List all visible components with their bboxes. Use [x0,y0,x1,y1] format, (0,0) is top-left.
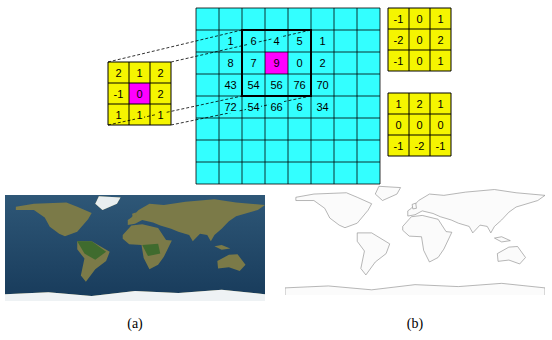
kernel-fill [388,93,451,156]
sobel-weight: -1 [435,140,447,152]
sobel-weight: 2 [436,34,444,46]
sobel-weight: 0 [415,119,423,131]
pixel-value: 66 [269,101,283,113]
kernel-weight: 2 [156,88,164,100]
projection-line [108,30,242,62]
kernel-weight: 2 [156,67,164,79]
pixel-value: 56 [269,79,283,91]
grid-fill [196,8,380,184]
kernel-weight: -1 [113,88,125,100]
kernel-weight: 1 [156,109,164,121]
kernel-weight: 1 [135,67,143,79]
pixel-value: 76 [292,79,306,91]
pixel-value: 9 [272,57,280,69]
projection-line [171,96,311,125]
kernel-fill [388,8,451,71]
sobel-weight: 0 [415,13,423,25]
sobel-weight: 1 [436,55,444,67]
sobel-weight: 1 [394,98,402,110]
sobel-weight: -1 [393,13,405,25]
pixel-value: 4 [272,35,280,47]
ocean [5,191,265,303]
sobel-weight: -2 [414,140,426,152]
projection-lines [108,30,311,125]
image-grid [196,8,380,184]
panel-caption: (b) [406,316,424,332]
window-outline [242,30,311,96]
pixel-value: 1 [226,35,234,47]
pixel-value: 6 [295,101,303,113]
kernel-center [129,83,150,104]
pixel-value: 7 [249,57,257,69]
sobel-weight: -1 [393,140,405,152]
kernel-lines [108,62,171,125]
edge-outlines [285,186,545,297]
sobel-weight: 0 [415,55,423,67]
pixel-value: 5 [295,35,303,47]
pixel-value: 70 [315,79,329,91]
kernel-lines [388,8,451,71]
grid-center-pixel [265,52,288,74]
projection-line [108,96,242,125]
pixel-value: 72 [223,101,237,113]
continents [5,196,265,303]
pixel-value: 1 [318,35,326,47]
forest [142,244,160,256]
ice-cap [95,196,120,210]
panel-caption: (a) [126,316,144,332]
forest [77,241,106,260]
kernel-lines [388,93,451,156]
kernel-weight: 1 [114,109,122,121]
pixel-value: 54 [246,101,260,113]
sobel-weight: 1 [436,13,444,25]
ice-shelf [5,290,265,304]
kernel-weight: 0 [135,88,143,100]
sobel-weight: 1 [436,98,444,110]
sobel-weight: 0 [436,119,444,131]
kernel-weight: 2 [114,67,122,79]
kernel-fill [108,62,171,125]
sobel-x-kernel [388,8,451,71]
sobel-weight: 2 [415,98,423,110]
sobel-y-kernel [388,93,451,156]
sobel-weight: 0 [394,119,402,131]
kernel-matrix [108,62,171,125]
edge-ground [285,181,545,297]
pixel-value: 54 [246,79,260,91]
pixel-value: 6 [249,35,257,47]
pixel-value: 8 [226,57,234,69]
pixel-value: 0 [295,57,303,69]
kernel-weight: 1 [135,109,143,121]
pixel-value: 43 [223,79,237,91]
edge-map [285,181,545,297]
sobel-weight: 0 [415,34,423,46]
grid-lines [196,8,380,184]
sobel-weight: -1 [393,55,405,67]
sobel-weight: -2 [393,34,405,46]
projection-line [171,30,311,62]
pixel-value: 2 [318,57,326,69]
world-map-photo [5,191,265,303]
pixel-value: 34 [315,101,329,113]
